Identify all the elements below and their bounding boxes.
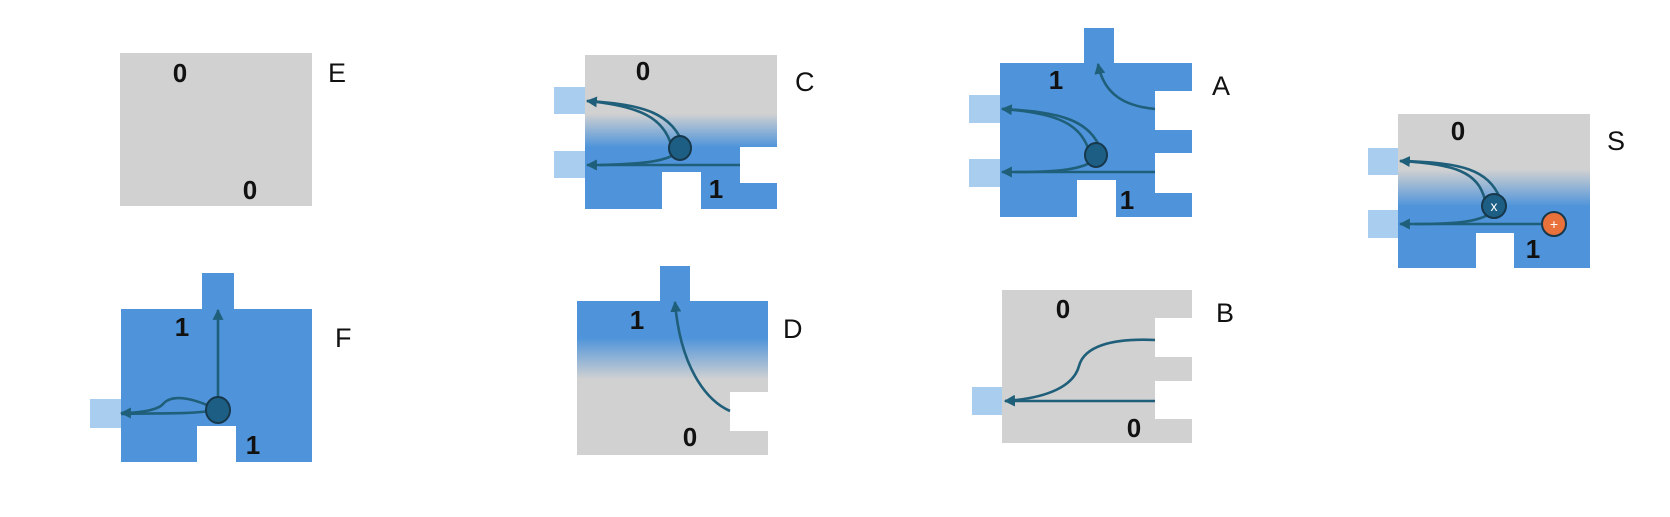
piece-F-wire-b <box>120 409 211 416</box>
piece-S-port-bottom <box>1368 210 1398 238</box>
piece-C-label: C <box>795 67 815 97</box>
piece-F-body <box>121 273 312 462</box>
piece-B-bottom-value: 0 <box>1127 413 1141 443</box>
piece-C-port-top <box>554 87 585 114</box>
piece-A-label: A <box>1212 71 1230 101</box>
piece-F-port <box>90 399 121 428</box>
plus-circle-icon <box>1541 211 1567 237</box>
piece-C-port-bottom <box>554 151 585 178</box>
piece-D: 1 0 D <box>577 266 803 455</box>
piece-S-label: S <box>1607 126 1625 156</box>
piece-E-bottom-value: 0 <box>243 175 257 205</box>
piece-S-multiply-symbol: x <box>1491 198 1498 214</box>
piece-S: x + 0 1 S <box>1368 114 1625 268</box>
piece-B-label: B <box>1216 298 1234 328</box>
piece-A-top-value: 1 <box>1049 65 1063 95</box>
piece-C: 0 1 C <box>554 55 815 209</box>
piece-F-top-value: 1 <box>175 312 189 342</box>
piece-A-wire-up <box>1094 62 1156 111</box>
piece-D-wire <box>670 300 731 413</box>
piece-S-multiply-node: x <box>1481 193 1507 219</box>
piece-B-body <box>1002 290 1192 443</box>
piece-S-body <box>1398 114 1590 268</box>
piece-B-wire-a <box>1003 338 1156 406</box>
piece-D-label: D <box>783 314 803 344</box>
piece-A-body <box>1000 28 1192 217</box>
piece-S-add-symbol: + <box>1550 216 1558 232</box>
piece-D-top-value: 1 <box>630 305 644 335</box>
piece-A: 1 1 A <box>969 28 1230 217</box>
piece-S-bottom-value: 1 <box>1526 234 1540 264</box>
piece-F-bottom-value: 1 <box>246 430 260 460</box>
piece-B-top-value: 0 <box>1056 294 1070 324</box>
piece-F-wire-a <box>119 396 208 419</box>
piece-S-top-value: 0 <box>1451 116 1465 146</box>
piece-S-add-node: + <box>1541 211 1567 237</box>
piece-F-junction-node <box>205 396 231 424</box>
piece-C-bottom-value: 1 <box>709 174 723 204</box>
piece-S-port-top <box>1368 148 1398 175</box>
piece-A-port-bottom <box>969 159 1000 187</box>
piece-C-top-value: 0 <box>636 56 650 86</box>
piece-F-label: F <box>335 323 352 353</box>
piece-C-junction-node <box>668 135 692 161</box>
piece-D-body <box>577 266 768 455</box>
piece-E: 0 0 E <box>120 53 346 206</box>
piece-F: 1 1 F <box>90 273 352 462</box>
piece-A-bottom-value: 1 <box>1120 185 1134 215</box>
piece-B: 0 0 B <box>972 290 1234 443</box>
piece-A-port-top <box>969 95 1000 123</box>
piece-E-top-value: 0 <box>173 58 187 88</box>
piece-D-bottom-value: 0 <box>683 422 697 452</box>
piece-E-label: E <box>328 58 346 88</box>
piece-B-port <box>972 387 1002 415</box>
x-circle-icon <box>1481 193 1507 219</box>
piece-S-wire-b <box>1399 159 1502 199</box>
piece-A-junction-node <box>1084 142 1108 168</box>
piece-C-body <box>585 55 777 209</box>
piece-E-body <box>120 53 312 206</box>
